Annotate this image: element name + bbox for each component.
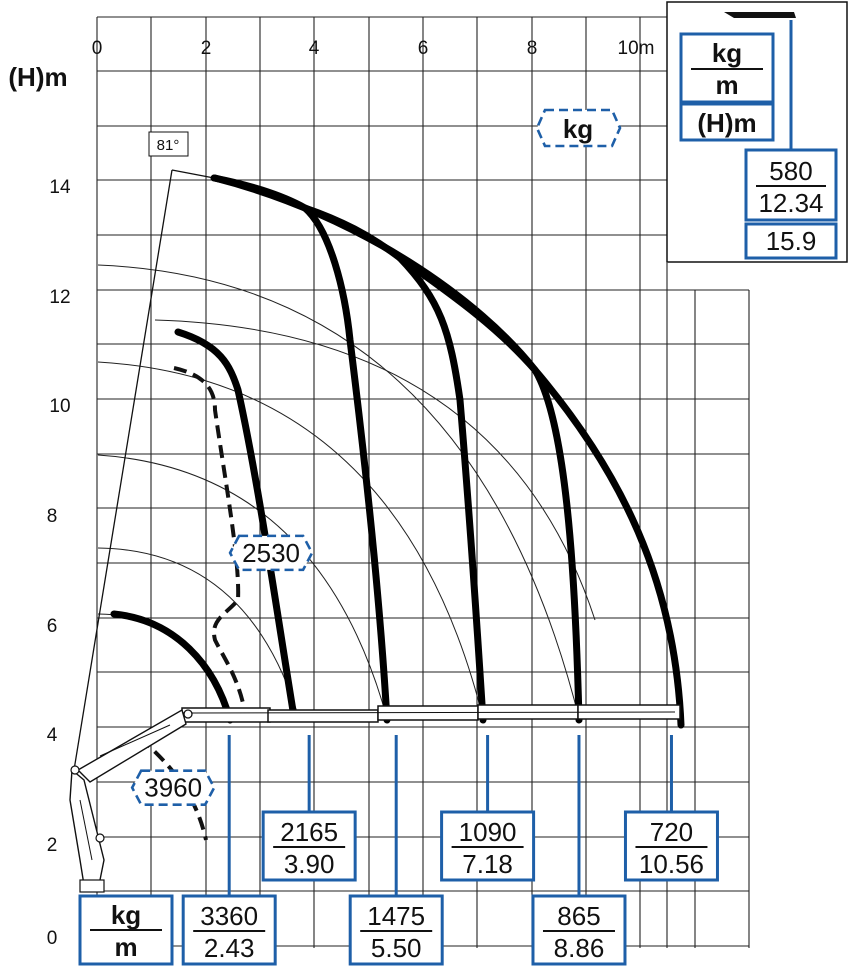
y-tick: 10 <box>49 396 70 417</box>
legend-m: m <box>114 932 137 962</box>
y-axis-unit-label: (H)m <box>8 62 67 92</box>
curve-3 <box>210 174 391 724</box>
inset-legend-h: (H)m <box>697 108 756 138</box>
legend-kg: kg <box>111 900 141 930</box>
inset-m-value: 12.34 <box>758 188 823 218</box>
x-tick: 0 <box>92 38 103 59</box>
curve-1 <box>110 610 234 724</box>
legend-box: kg m <box>78 894 174 966</box>
y-tick: 8 <box>47 506 58 527</box>
boom-tip-icon <box>724 12 796 18</box>
inset-legend-m: m <box>715 70 738 100</box>
load-m-value: 7.18 <box>462 849 513 879</box>
load-kg-value: 1090 <box>459 817 517 847</box>
crane-boom <box>69 704 681 893</box>
curve-6 <box>211 174 685 729</box>
curve-tags: 2530 3960 <box>130 534 314 806</box>
load-m-value: 5.50 <box>371 933 422 963</box>
y-tick: 4 <box>47 725 58 746</box>
inset-legend-kg: kg <box>712 38 742 68</box>
chart-grid <box>96 16 750 948</box>
y-tick: 12 <box>49 287 70 308</box>
load-kg-value: 2165 <box>280 817 338 847</box>
y-tick: 6 <box>47 616 58 637</box>
y-axis-ticks: 0 2 4 6 8 10 12 14 <box>47 177 71 949</box>
x-tick: 4 <box>309 38 320 59</box>
curve-dashed-upper <box>173 366 248 719</box>
curve-tag-frame <box>228 534 314 572</box>
load-m-value: 10.56 <box>639 849 704 879</box>
x-tick: 6 <box>418 38 429 59</box>
curve-tag: 2530 <box>228 534 314 572</box>
y-tick: 0 <box>47 928 58 949</box>
curve-4 <box>301 204 487 724</box>
x-tick: 8 <box>527 38 538 59</box>
load-curves <box>110 174 685 841</box>
kg-tag: kg <box>535 108 622 148</box>
curve-tag-label: 2530 <box>242 538 300 568</box>
x-tick: 10m <box>618 38 655 59</box>
y-tick: 2 <box>47 835 58 856</box>
curve-tag-frame <box>130 769 216 806</box>
curve-tag: 3960 <box>130 769 216 806</box>
angle-label: 81° <box>157 137 180 154</box>
kg-tag-label: kg <box>563 114 593 144</box>
leader-lines <box>227 735 673 896</box>
inset-h-value: 15.9 <box>766 226 817 256</box>
y-tick: 14 <box>49 177 71 198</box>
load-m-value: 3.90 <box>284 849 335 879</box>
curve-tag-label: 3960 <box>144 773 202 803</box>
inset-kg-value: 580 <box>769 156 812 186</box>
load-kg-value: 865 <box>557 901 600 931</box>
curve-5 <box>396 254 583 724</box>
x-tick: 2 <box>201 38 212 59</box>
load-m-value: 8.86 <box>554 933 605 963</box>
load-kg-value: 3360 <box>200 901 258 931</box>
x-axis-ticks: 0 2 4 6 8 10m <box>92 38 655 59</box>
curve-2 <box>174 328 298 721</box>
angle-outline: 81° <box>73 131 215 771</box>
load-kg-value: 1475 <box>367 901 425 931</box>
angle-label-box <box>148 131 189 157</box>
inset-panel: kg m (H)m 580 12.34 15.9 <box>666 1 848 263</box>
load-kg-value: 720 <box>650 817 693 847</box>
load-m-value: 2.43 <box>204 933 255 963</box>
